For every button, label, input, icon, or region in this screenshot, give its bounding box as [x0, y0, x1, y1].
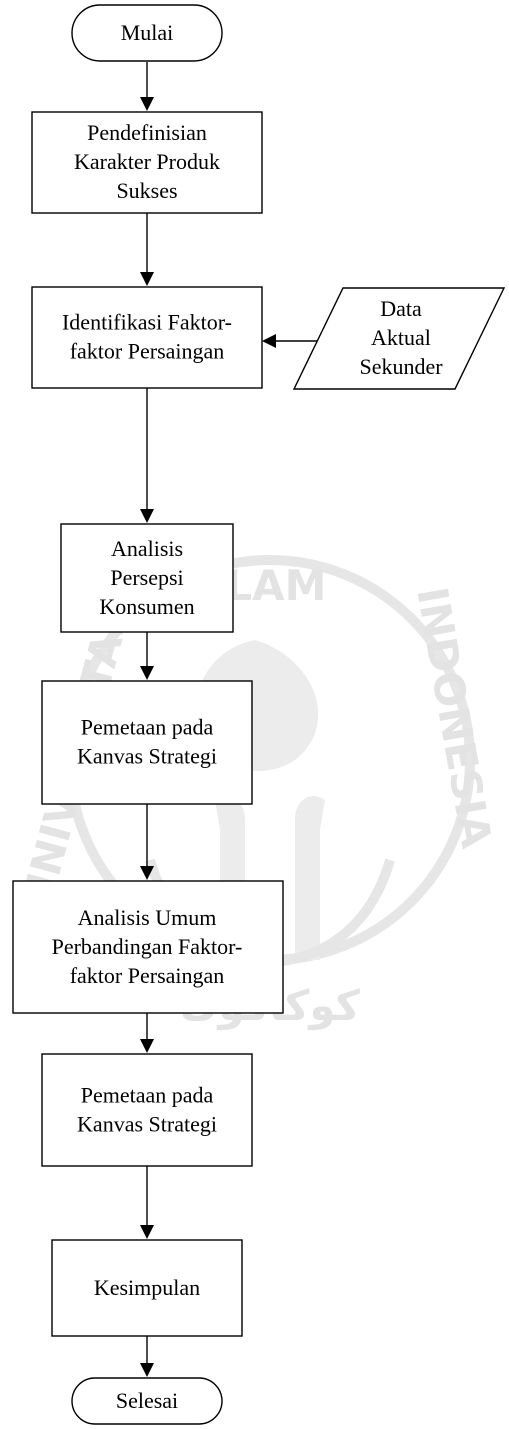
arrowhead-step3 [140, 509, 154, 523]
step6-process-box [41, 1053, 253, 1167]
step2-label: Identifikasi Faktor-faktor Persaingan [62, 310, 232, 364]
step3-label-line: Konsumen [99, 594, 194, 619]
end-terminator-shape [71, 1377, 223, 1425]
data_input-label-line: Data [380, 296, 422, 321]
end-node: Selesai [71, 1377, 223, 1425]
step1-process-box [31, 111, 263, 214]
watermark-pillar-right [295, 796, 325, 960]
step5-label-line: Perbandingan Faktor- [52, 934, 243, 959]
arrowhead-step2 [140, 272, 154, 286]
arrowhead-step7 [140, 1225, 154, 1239]
step7-node: Kesimpulan [51, 1239, 243, 1337]
arrowhead-step5 [140, 866, 154, 880]
start-terminator-shape [71, 4, 223, 62]
step4-process-box [41, 680, 253, 805]
step4-label-line: Pemetaan pada [81, 715, 214, 740]
watermark-text-right: INDONESIA [407, 583, 501, 852]
step5-process-box [12, 880, 284, 1014]
step5-label-line: faktor Persaingan [70, 963, 225, 988]
step3-label-line: Persepsi [110, 565, 183, 590]
step1-label-line: Pendefinisian [87, 120, 207, 145]
start-label: Mulai [121, 20, 174, 45]
step1-label-line: Karakter Produk [74, 149, 220, 174]
start-label-line: Mulai [121, 20, 174, 45]
arrowhead-data [262, 334, 276, 348]
step3-process-box [60, 523, 234, 633]
step6-label-line: Kanvas Strategi [77, 1112, 217, 1137]
step5-label-line: Analisis Umum [78, 905, 217, 930]
arrowhead-end [140, 1363, 154, 1377]
step2-process-box [31, 286, 263, 389]
start-node: Mulai [71, 4, 223, 62]
step2-label-line: faktor Persaingan [70, 339, 225, 364]
step1-label-line: Sukses [116, 178, 177, 203]
step2-label-line: Identifikasi Faktor- [62, 310, 232, 335]
connectors [140, 62, 318, 1377]
step3-label-line: Analisis [111, 536, 183, 561]
step7-process-box [51, 1239, 243, 1337]
data-input-parallelogram [292, 287, 506, 390]
end-label: Selesai [116, 1388, 178, 1413]
data_input-label-line: Aktual [371, 325, 431, 350]
step6-label-line: Pemetaan pada [81, 1083, 214, 1108]
step7-label-line: Kesimpulan [94, 1275, 200, 1300]
step4-label-line: Kanvas Strategi [77, 744, 217, 769]
step2-node: Identifikasi Faktor-faktor Persaingan [31, 286, 263, 389]
arrowhead-step1 [140, 97, 154, 111]
end-label-line: Selesai [116, 1388, 178, 1413]
arrowhead-step6 [140, 1039, 154, 1053]
arrowhead-step4 [140, 666, 154, 680]
step7-label: Kesimpulan [94, 1275, 200, 1300]
data_input-label-line: Sekunder [359, 354, 443, 379]
